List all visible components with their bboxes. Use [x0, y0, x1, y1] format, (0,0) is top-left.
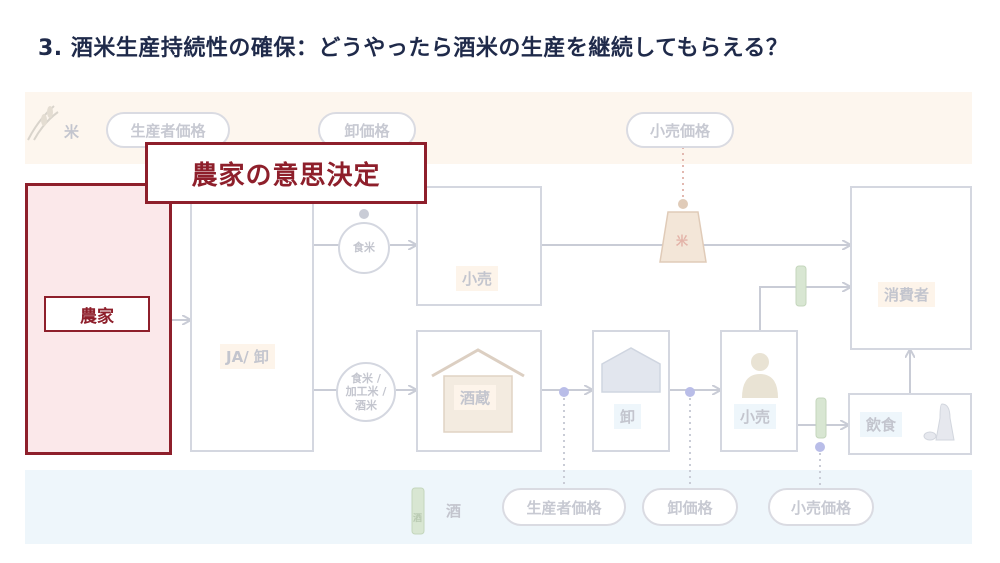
- consumer-node: [850, 186, 972, 350]
- wholesale-label: 卸: [614, 404, 642, 429]
- retail-bottom-label: 小売: [734, 404, 777, 429]
- ja-label: JA/ 卸: [220, 344, 275, 369]
- farmer-decision-banner: 農家の意思決定: [145, 142, 427, 204]
- arrow-retailbottom-consumer: [759, 287, 850, 330]
- brewery-node: [416, 330, 542, 452]
- dot-foodrice: [359, 209, 369, 219]
- wholesale-node: [592, 330, 670, 452]
- rice-bag-label: 米: [676, 234, 689, 248]
- sake-band-label: 酒: [446, 502, 462, 520]
- shopkeeper-icon: [742, 353, 778, 398]
- food-rice-label: 食米: [353, 241, 375, 255]
- retail-bottom-node: [720, 330, 798, 452]
- mixed-line-3: 酒米: [354, 398, 377, 412]
- dining-node: [848, 393, 972, 455]
- mixed-line-2: 加工米 /: [345, 385, 387, 399]
- mixed-line-1: 食米 /: [351, 372, 381, 386]
- mixed-rice-circle: 食米 / 加工米 / 酒米: [336, 362, 396, 422]
- warehouse-icon: [601, 347, 661, 393]
- ja-node: [190, 186, 314, 452]
- retail-top-label: 小売: [456, 266, 499, 291]
- sake-set-icon: [923, 403, 955, 441]
- rice-sprig-icon: [27, 105, 59, 141]
- retail-price-bottom-pill: 小売価格: [768, 488, 874, 526]
- farmer-label: 農家: [44, 296, 150, 332]
- dot-brewery-wholesale: [559, 387, 569, 397]
- dining-label: 飲食: [860, 412, 903, 437]
- producer-price-bottom-pill: 生産者価格: [502, 488, 626, 526]
- dot-wholesale-retail: [685, 387, 695, 397]
- consumer-label: 消費者: [878, 282, 936, 307]
- retail-price-top-pill: 小売価格: [626, 112, 734, 148]
- dot-retail-dining: [815, 442, 825, 452]
- sake-bottle-icon: [411, 265, 827, 535]
- rice-bag-icon: [659, 199, 707, 263]
- sake-bottle-label: 酒: [413, 514, 423, 524]
- rice-band-label: 米: [64, 123, 80, 141]
- brewery-label: 酒蔵: [454, 385, 497, 410]
- wholesale-price-bottom-pill: 卸価格: [642, 488, 738, 526]
- food-rice-circle: 食米: [338, 222, 390, 274]
- page-title: 3. 酒米生産持続性の確保：どうやったら酒米の生産を継続してもらえる？: [38, 36, 789, 61]
